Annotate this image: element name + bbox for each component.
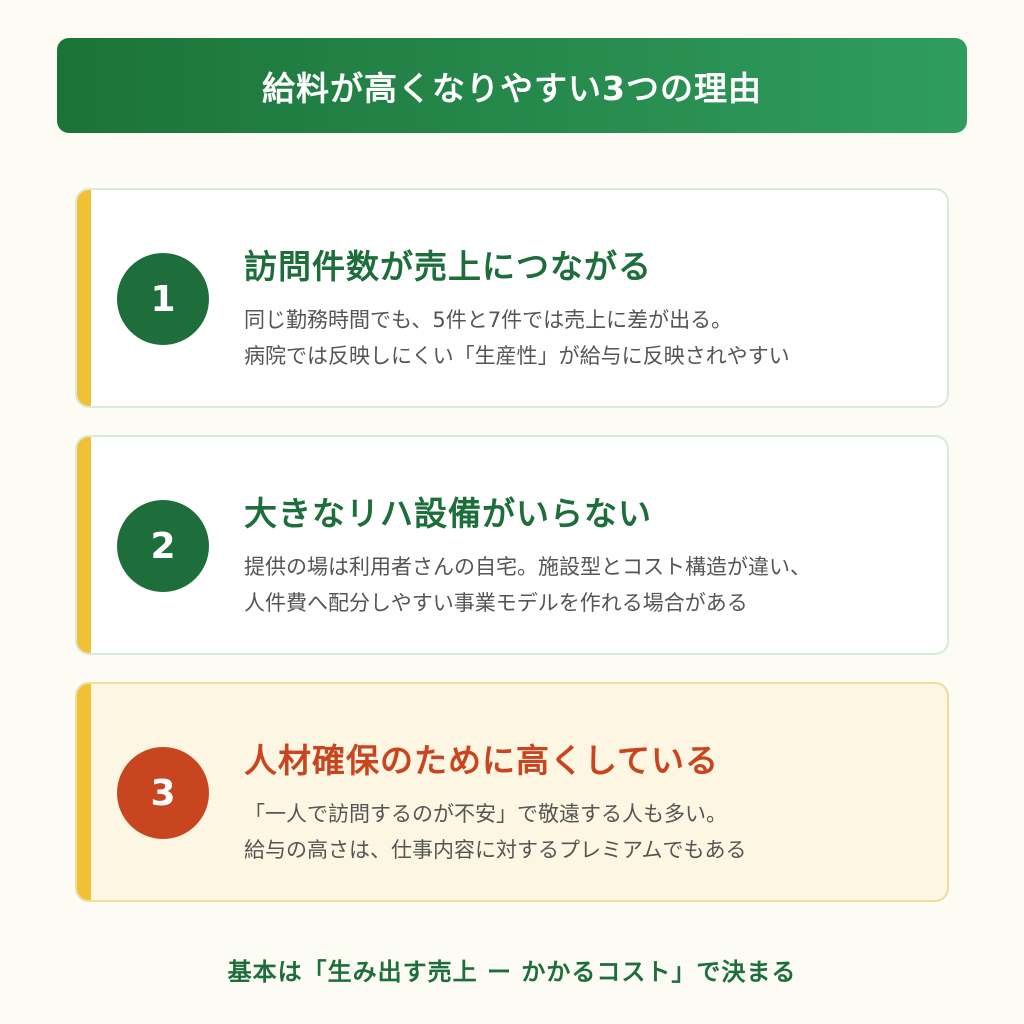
- card-description-line: 提供の場は利用者さんの自宅。施設型とコスト構造が違い、: [244, 555, 811, 579]
- card-description-line: 「一人で訪問するのが不安」で敬遠する人も多い。: [244, 802, 727, 826]
- card-description-line: 同じ勤務時間でも、5件と7件では売上に差が出る。: [244, 308, 733, 332]
- reason-card-1: 1 訪問件数が売上につながる 同じ勤務時間でも、5件と7件では売上に差が出る。 …: [75, 188, 949, 408]
- card-description-line: 給与の高さは、仕事内容に対するプレミアムでもある: [244, 838, 747, 862]
- title-banner: 給料が高くなりやすい3つの理由: [57, 38, 967, 133]
- number-badge: 2: [117, 500, 209, 592]
- page-title: 給料が高くなりやすい3つの理由: [262, 68, 762, 108]
- number-badge: 3: [117, 747, 209, 839]
- card-description-line: 人件費へ配分しやすい事業モデルを作れる場合がある: [244, 591, 748, 615]
- card-description: 提供の場は利用者さんの自宅。施設型とコスト構造が違い、 人件費へ配分しやすい事業…: [244, 549, 811, 621]
- card-title: 大きなリハ設備がいらない: [244, 494, 652, 533]
- card-description-line: 病院では反映しにくい「生産性」が給与に反映されやすい: [244, 344, 790, 368]
- card-title: 訪問件数が売上につながる: [244, 247, 652, 286]
- card-title: 人材確保のために高くしている: [244, 741, 720, 780]
- summary-footer: 基本は「生み出す売上 ー かかるコスト」で決まる: [227, 958, 797, 986]
- card-description: 同じ勤務時間でも、5件と7件では売上に差が出る。 病院では反映しにくい「生産性」…: [244, 302, 790, 374]
- reason-card-3: 3 人材確保のために高くしている 「一人で訪問するのが不安」で敬遠する人も多い。…: [75, 682, 949, 902]
- reason-card-2: 2 大きなリハ設備がいらない 提供の場は利用者さんの自宅。施設型とコスト構造が違…: [75, 435, 949, 655]
- number-badge: 1: [117, 253, 209, 345]
- card-accent-bar: [77, 684, 91, 900]
- card-accent-bar: [77, 190, 91, 406]
- card-accent-bar: [77, 437, 91, 653]
- card-description: 「一人で訪問するのが不安」で敬遠する人も多い。 給与の高さは、仕事内容に対するプ…: [244, 796, 747, 868]
